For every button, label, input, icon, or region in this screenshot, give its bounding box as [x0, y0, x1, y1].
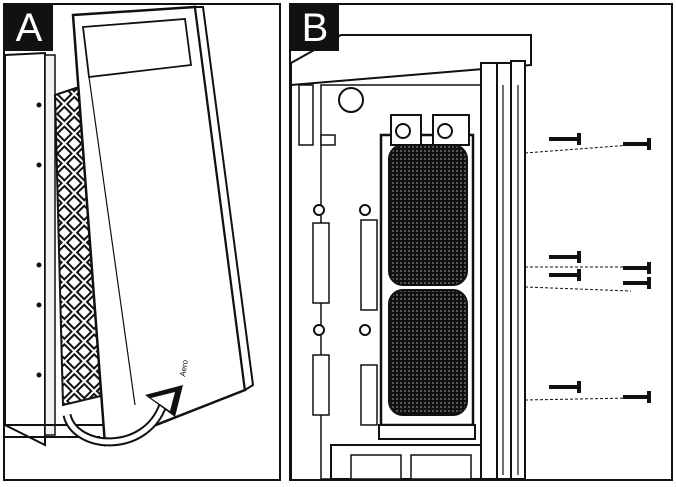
frame-rails — [480, 60, 526, 479]
panel-a: A A — [3, 3, 281, 481]
panel-b-illustration — [291, 34, 651, 479]
panel-label-a: A — [5, 5, 53, 51]
screw-icon — [525, 251, 651, 274]
screw-group — [524, 133, 651, 403]
drive-bays — [330, 444, 482, 479]
curved-arrow-icon — [62, 385, 183, 447]
case-body — [5, 51, 105, 447]
panel-label-b: B — [291, 5, 339, 51]
screw-icon — [524, 133, 651, 154]
radiator — [378, 114, 476, 440]
screw-icon — [524, 381, 651, 403]
brand-logo: Aero — [178, 359, 190, 378]
panel-a-illustration: Aero — [5, 5, 255, 447]
panel-b: B — [289, 3, 673, 481]
front-panel — [71, 5, 255, 447]
screw-icon — [524, 269, 651, 292]
